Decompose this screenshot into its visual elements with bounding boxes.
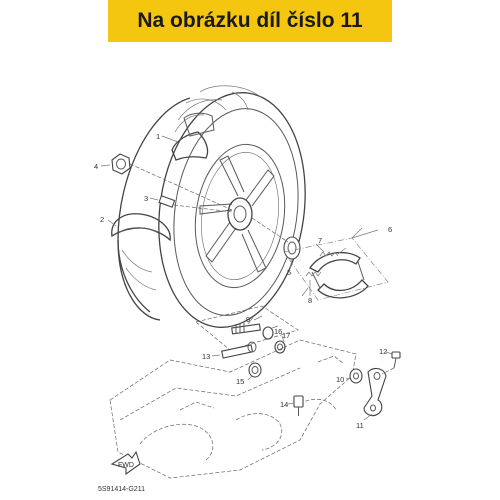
label-part-13: 13 (202, 352, 210, 361)
cam-shaft-part-9 (231, 315, 263, 335)
part-number-labels: 1 2 3 4 5 6 7 8 9 10 11 12 13 14 15 16 1… (94, 132, 392, 430)
label-part-3: 3 (144, 194, 148, 203)
label-part-4: 4 (94, 162, 98, 171)
washer-part-10 (345, 368, 363, 384)
label-part-7: 7 (318, 236, 322, 245)
seal-ring-part-16 (262, 325, 279, 340)
bolt-part-12 (381, 351, 401, 375)
label-part-2: 2 (100, 215, 104, 224)
banner-title: Na obrázku díl číslo 11 (137, 9, 363, 32)
label-part-12: 12 (379, 347, 387, 356)
cam-assembly-box (195, 305, 299, 351)
label-part-5: 5 (287, 268, 291, 277)
label-part-1: 1 (156, 132, 160, 141)
label-part-14: 14 (280, 400, 288, 409)
tire-section-part-2 (111, 213, 171, 242)
label-part-16: 16 (274, 327, 282, 336)
figure-code: 5S91414-G211 (98, 486, 145, 493)
fwd-label: FWD (118, 462, 134, 469)
brake-arm-part-11 (363, 367, 387, 421)
label-part-17: 17 (282, 331, 290, 340)
rear-wheel (117, 85, 306, 328)
bolt-part-14 (287, 395, 304, 416)
leader-lines (107, 135, 363, 325)
axle-nut-part-4 (100, 153, 233, 211)
label-part-11: 11 (356, 421, 364, 430)
crankcase-outline (109, 339, 357, 479)
washer-part-15 (247, 362, 262, 381)
label-part-9: 9 (246, 315, 250, 324)
valve-part-3 (149, 195, 233, 213)
washer-part-5 (251, 217, 301, 269)
brake-cam-part-13 (211, 341, 257, 359)
front-direction-arrow: FWD (110, 450, 141, 476)
label-part-10: 10 (336, 375, 344, 384)
label-part-8: 8 (308, 296, 312, 305)
label-part-6: 6 (388, 225, 392, 234)
label-part-15: 15 (236, 377, 244, 386)
brake-shoe-kit-part-6 (283, 229, 389, 301)
title-banner: Na obrázku díl číslo 11 (108, 0, 392, 42)
